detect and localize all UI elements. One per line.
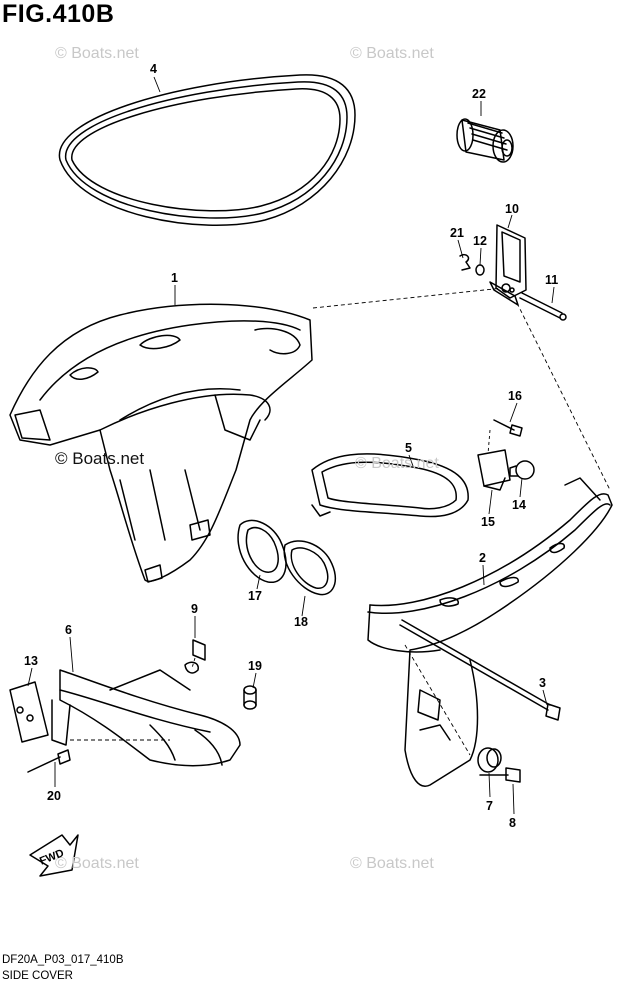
callout-6: 6 [65, 623, 72, 637]
watermark: © Boats.net [350, 45, 434, 62]
part-21-clip [459, 253, 471, 271]
callout-18: 18 [294, 615, 308, 629]
callout-8: 8 [509, 816, 516, 830]
part-19-collar [243, 685, 257, 710]
watermark: © Boats.net [55, 45, 139, 62]
callout-15: 15 [481, 515, 495, 529]
watermark-dark: © Boats.net [55, 449, 144, 468]
figure-caption: SIDE COVER [2, 970, 73, 982]
callout-20: 20 [47, 789, 61, 803]
callout-19: 19 [248, 659, 262, 673]
part-18-seal [283, 540, 336, 596]
fwd-arrow-icon [29, 834, 79, 877]
part-22-grommet [456, 118, 514, 163]
part-9-clip [184, 639, 206, 674]
callout-13: 13 [24, 654, 38, 668]
part-5-frame [311, 453, 469, 518]
callout-3: 3 [539, 676, 546, 690]
callout-22: 22 [472, 87, 486, 101]
watermark: © Boats.net [350, 855, 434, 872]
callout-5: 5 [405, 441, 412, 455]
watermark: © Boats.net [55, 855, 139, 872]
leader-lines [27, 76, 611, 815]
watermark-group: © Boats.net © Boats.net © Boats.net © Bo… [55, 45, 439, 872]
part-1-side-cover [9, 303, 313, 583]
callout-14: 14 [512, 498, 526, 512]
part-15-bracket [477, 449, 511, 491]
figure-title: FIG.410B [2, 0, 115, 28]
drawing-code: DF20A_P03_017_410B [2, 954, 124, 966]
part-20-rivet [27, 749, 71, 773]
callout-11: 11 [545, 273, 558, 287]
part-17-seal [237, 519, 287, 583]
part-13-pad [9, 681, 49, 743]
part-3-bolt [399, 619, 561, 721]
callout-labels: 4 22 10 21 12 11 1 16 5 14 15 17 18 2 9 … [24, 62, 558, 830]
part-4-seal [58, 74, 356, 226]
callout-1: 1 [171, 271, 178, 285]
part-11-screw [519, 292, 567, 321]
part-16-screw [493, 419, 523, 437]
part-7-grommet [477, 747, 502, 773]
callout-12: 12 [473, 234, 487, 248]
part-2-side-cover [367, 477, 613, 787]
part-6-lower-cover [51, 669, 241, 767]
callout-2: 2 [479, 551, 486, 565]
part-10-latch [489, 224, 527, 306]
callout-9: 9 [191, 602, 198, 616]
callout-7: 7 [486, 799, 493, 813]
callout-21: 21 [450, 226, 464, 240]
watermark: © Boats.net [355, 455, 439, 472]
callout-10: 10 [505, 202, 519, 216]
callout-17: 17 [248, 589, 262, 603]
part-8-screw [479, 767, 521, 783]
callout-16: 16 [508, 389, 522, 403]
part-14-cap [509, 460, 535, 480]
part-12-washer [475, 264, 485, 276]
callout-4: 4 [150, 62, 157, 76]
